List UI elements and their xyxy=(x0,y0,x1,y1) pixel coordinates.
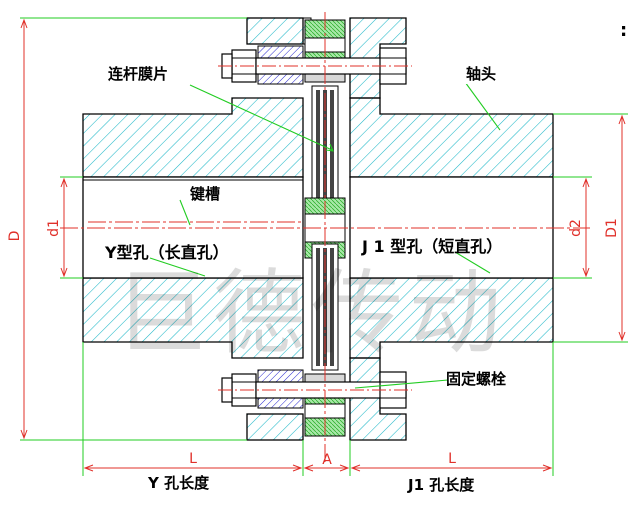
dim-L-right: L xyxy=(448,451,456,467)
label-y-hole: Y型孔（长直孔） xyxy=(104,243,229,262)
dim-D1: D1 xyxy=(604,218,620,238)
dim-A: A xyxy=(322,452,332,468)
dimension-labels: D d1 d2 D1 L A L xyxy=(7,218,620,468)
label-j1-hole-length: J1 孔长度 xyxy=(407,476,475,494)
label-keyway: 键槽 xyxy=(189,185,220,203)
label-j1-hole: J 1 型孔（短直孔） xyxy=(361,237,502,256)
dim-d2: d2 xyxy=(568,219,584,237)
watermark-text: 巨德传动 xyxy=(115,260,507,367)
label-fixing-bolt: 固定螺栓 xyxy=(446,370,506,388)
center-lines xyxy=(60,12,590,462)
corner-mark: : xyxy=(620,20,627,41)
dimension-lines xyxy=(20,17,628,476)
lower-bolt xyxy=(218,369,412,409)
label-y-hole-length: Y 孔长度 xyxy=(147,474,210,492)
leader-lines xyxy=(149,81,501,389)
label-shaft-head: 轴头 xyxy=(466,65,496,83)
dim-D: D xyxy=(7,231,23,242)
label-link-diaphragm: 连杆膜片 xyxy=(108,65,168,83)
dim-L-left: L xyxy=(189,451,197,467)
dim-d1: d1 xyxy=(46,219,62,237)
upper-bolt xyxy=(218,45,412,85)
labels: 连杆膜片 轴头 键槽 Y型孔（长直孔） J 1 型孔（短直孔） 固定螺栓 Y 孔… xyxy=(103,20,627,494)
